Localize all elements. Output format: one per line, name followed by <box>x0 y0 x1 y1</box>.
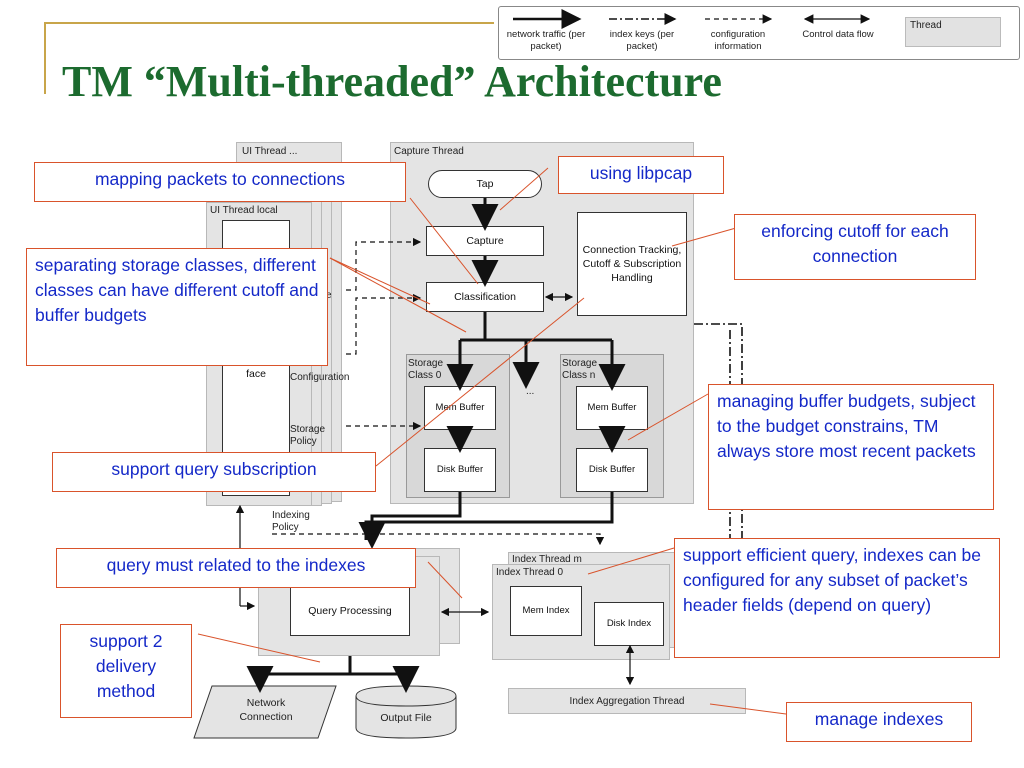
query-processing-node: Query Processing <box>290 586 410 636</box>
disk-buffer-n: Disk Buffer <box>576 448 648 492</box>
output-file-label: Output File <box>380 712 432 724</box>
storage-class-0-label: Storage Class 0 <box>408 358 444 381</box>
ui-partial-label: e <box>326 290 332 301</box>
title-suffix: Architecture <box>475 57 722 106</box>
network-connection-label: Network Connection <box>239 697 293 723</box>
storage-policy-label: Storage Policy <box>290 424 326 447</box>
disk-buffer-0: Disk Buffer <box>424 448 496 492</box>
index-aggregation-thread: Index Aggregation Thread <box>508 688 746 714</box>
storage-class-n-label: Storage Class n <box>562 358 598 381</box>
mem-buffer-n: Mem Buffer <box>576 386 648 430</box>
slide-title: TM “Multi-threaded” Architecture <box>62 56 722 107</box>
title-open-quote: “ <box>143 57 166 106</box>
callout-libpcap: using libpcap <box>558 156 724 194</box>
callout-manage-indexes: manage indexes <box>786 702 972 742</box>
legend-network-label: network traffic (per packet) <box>506 29 586 52</box>
title-rule-vertical <box>44 22 46 94</box>
mem-buffer-0: Mem Buffer <box>424 386 496 430</box>
storage-ellipsis: ... <box>526 386 535 397</box>
legend-index-label: index keys (per packet) <box>609 29 675 52</box>
callout-buffer-budgets: managing buffer budgets, subject to the … <box>708 384 994 510</box>
ui-interface-label: face <box>246 368 266 380</box>
callout-efficient-query: support efficient query, indexes can be … <box>674 538 1000 658</box>
callout-cutoff: enforcing cutoff for each connection <box>734 214 976 280</box>
capture-node: Capture <box>426 226 544 256</box>
classification-node: Classification <box>426 282 544 312</box>
callout-mapping: mapping packets to connections <box>34 162 406 202</box>
title-close-quote: ” <box>453 57 476 106</box>
disk-index-node: Disk Index <box>594 602 664 646</box>
legend-thread-swatch: Thread <box>905 17 1001 47</box>
index-thread-m-title: Index Thread m <box>512 554 582 565</box>
legend-control-label: Control data flow <box>802 29 874 40</box>
indexing-policy-label: Indexing Policy <box>272 510 310 533</box>
configuration-label: Configuration <box>290 372 350 383</box>
ui-thread-title: UI Thread ... <box>242 146 298 157</box>
callout-delivery: support 2 delivery method <box>60 624 192 718</box>
mem-index-node: Mem Index <box>510 586 582 636</box>
legend: network traffic (per packet) index keys … <box>498 6 1020 60</box>
legend-arrows <box>513 9 871 29</box>
connection-tracking-node: Connection Tracking, Cutoff & Subscripti… <box>577 212 687 316</box>
callout-subscription: support query subscription <box>52 452 376 492</box>
callout-storage-classes: separating storage classes, different cl… <box>26 248 328 366</box>
title-rule-horizontal <box>44 22 494 24</box>
title-main: Multi-threaded <box>165 57 454 106</box>
legend-config-label: configuration information <box>710 29 766 52</box>
ui-thread-local-title: UI Thread local <box>210 205 278 216</box>
index-thread-0-title: Index Thread 0 <box>496 567 564 578</box>
tap-node: Tap <box>428 170 542 198</box>
capture-thread-title: Capture Thread <box>394 146 464 157</box>
title-prefix: TM <box>62 57 144 106</box>
callout-query-indexes: query must related to the indexes <box>56 548 416 588</box>
